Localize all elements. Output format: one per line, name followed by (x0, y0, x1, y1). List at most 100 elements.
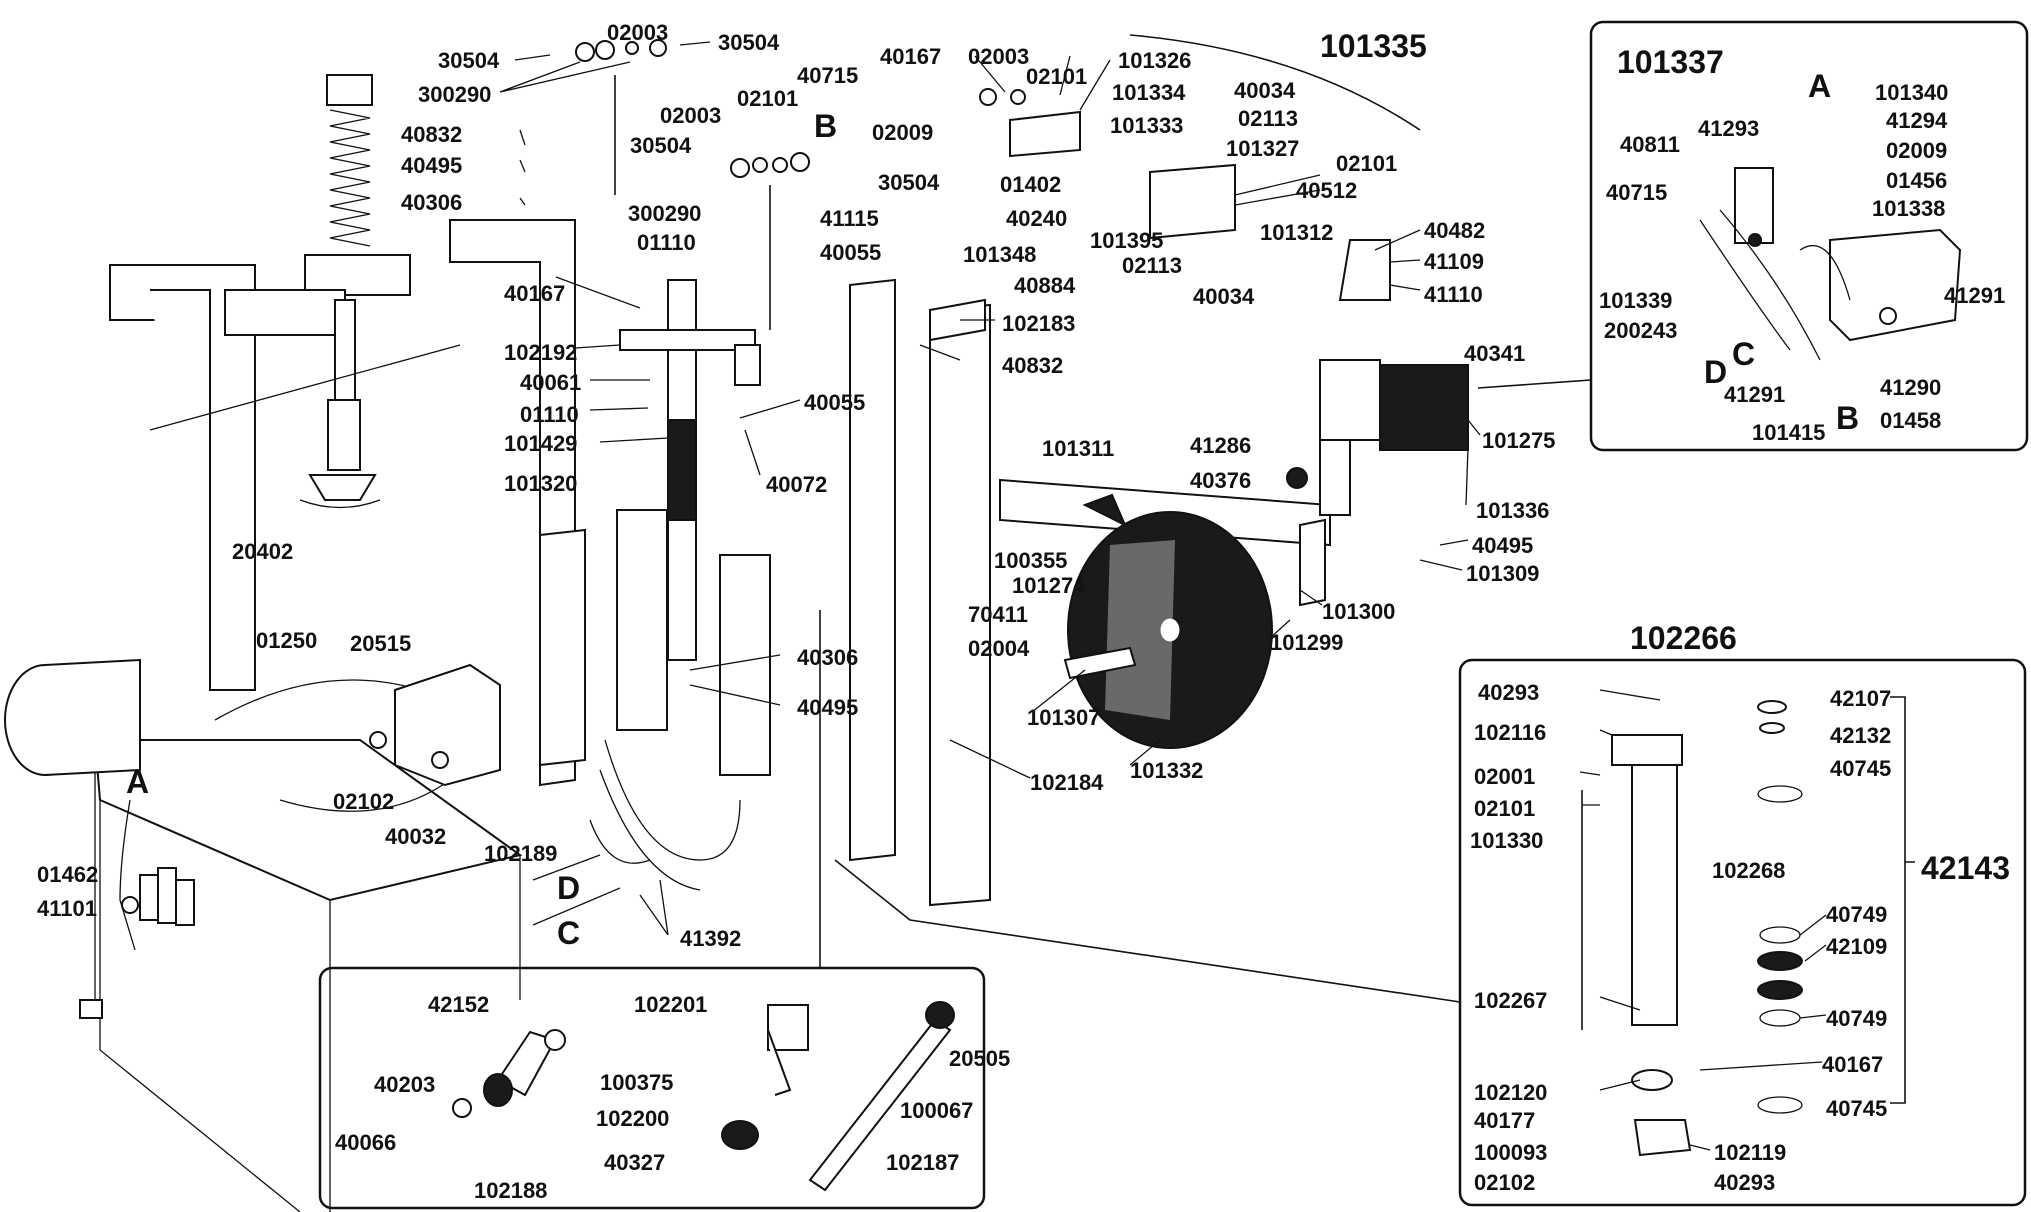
connection-letter-label: A (126, 764, 150, 800)
connection-letter-label: B (814, 108, 838, 144)
part-number-label: 42152 (428, 992, 490, 1017)
part-number-label: 40376 (1190, 468, 1252, 493)
part-number-label: 102183 (1002, 311, 1076, 336)
connection-letter-label: C (1732, 336, 1756, 372)
part-number-label: 30504 (718, 30, 780, 55)
part-number-label: 102188 (474, 1178, 548, 1203)
part-number-label: 102119 (1714, 1140, 1787, 1165)
part-number-label: 40832 (1002, 353, 1064, 378)
lower-bracket (149, 344, 501, 787)
part-number-label: 101311 (1042, 436, 1115, 461)
side-panel (449, 219, 586, 787)
part-number-label: 01110 (520, 402, 579, 427)
part-number-label: 02101 (1026, 64, 1088, 89)
part-number-label: 02101 (1336, 151, 1398, 176)
part-number-label: 30504 (438, 48, 500, 73)
part-number-label: 300290 (628, 201, 702, 226)
part-number-label: 40072 (766, 472, 828, 497)
part-number-label: 40715 (797, 63, 859, 88)
part-number-label: 01402 (1000, 172, 1062, 197)
part-number-label: 40341 (1464, 341, 1526, 366)
part-number-label: 02009 (872, 120, 934, 145)
part-number-label: 300290 (418, 82, 492, 107)
part-number-label: 40811 (1620, 132, 1680, 157)
part-number-label: 101320 (504, 471, 578, 496)
part-number-label: 41293 (1698, 116, 1760, 141)
part-number-label: 40306 (797, 645, 859, 670)
part-number-label: 30504 (630, 133, 692, 158)
bar-detail (452, 1001, 955, 1192)
connection-letter-label: B (1836, 400, 1860, 436)
part-number-label: 02003 (968, 44, 1030, 69)
part-number-label: 40167 (880, 44, 942, 69)
part-number-label: 101332 (1130, 758, 1204, 783)
part-number-label: 40167 (504, 281, 566, 306)
part-number-label: 40293 (1714, 1170, 1776, 1195)
part-number-label: 40715 (1606, 180, 1668, 205)
connection-letter-label: D (1704, 354, 1728, 390)
part-number-label: 101275 (1482, 428, 1556, 453)
part-number-label: 101312 (1260, 220, 1334, 245)
part-number-label: 01458 (1880, 408, 1942, 433)
spring-column (224, 74, 411, 509)
part-number-label: 102187 (886, 1150, 960, 1175)
part-number-label: 101338 (1872, 196, 1946, 221)
part-number-label: 101299 (1270, 630, 1344, 655)
part-number-label: 100375 (600, 1070, 674, 1095)
part-number-label: 40032 (385, 824, 447, 849)
part-number-label: 42107 (1830, 686, 1892, 711)
part-number-label: 40327 (604, 1150, 666, 1175)
part-number-label: 40495 (797, 695, 859, 720)
part-number-label: 40055 (804, 390, 866, 415)
part-number-label: 40055 (820, 240, 882, 265)
assembly-number-label: 101337 (1617, 44, 1724, 80)
part-number-label: 01456 (1886, 168, 1948, 193)
part-number-label: 102201 (634, 992, 708, 1017)
connection-letter-label: D (557, 870, 581, 906)
part-number-label: 101333 (1110, 113, 1184, 138)
part-number-label: 41291 (1944, 283, 2006, 308)
part-number-label: 42109 (1826, 934, 1888, 959)
part-number-label: 41286 (1190, 433, 1252, 458)
filter-regulator (121, 867, 195, 926)
part-number-label: 01110 (637, 230, 696, 255)
part-number-label: 40177 (1474, 1108, 1536, 1133)
part-number-label: 40061 (520, 370, 582, 395)
connection-letter-label: A (1808, 68, 1832, 104)
part-number-label: 200243 (1604, 318, 1678, 343)
part-number-label: 101415 (1752, 420, 1826, 445)
part-number-label: 40482 (1424, 218, 1486, 243)
part-number-label: 102200 (596, 1106, 670, 1131)
part-number-label: 40745 (1826, 1096, 1888, 1121)
part-number-label: 100093 (1474, 1140, 1548, 1165)
part-number-label: 40495 (1472, 533, 1534, 558)
part-number-label: 40034 (1234, 78, 1296, 103)
part-number-label: 02113 (1122, 253, 1182, 278)
part-number-label: 30504 (878, 170, 940, 195)
part-number-label: 02004 (968, 636, 1030, 661)
part-number-label: 100355 (994, 548, 1068, 573)
cylinder-detail (1581, 696, 1915, 1157)
part-number-label: 101330 (1470, 828, 1544, 853)
part-number-label: 102184 (1030, 770, 1104, 795)
part-number-label: 101339 (1599, 288, 1673, 313)
part-number-label: 40240 (1006, 206, 1068, 231)
connection-letter-label: C (557, 915, 581, 951)
part-number-label: 102116 (1474, 720, 1547, 745)
part-number-label: 02003 (660, 103, 722, 128)
part-number-label: 40167 (1822, 1052, 1884, 1077)
tire-wheel (1063, 511, 1273, 749)
part-number-label: 41392 (680, 926, 742, 951)
part-number-label: 40749 (1826, 1006, 1888, 1031)
part-number-label: 40306 (401, 190, 463, 215)
part-number-label: 41290 (1880, 375, 1942, 400)
part-number-label: 20505 (949, 1046, 1011, 1071)
part-number-label: 101334 (1112, 80, 1186, 105)
part-number-label: 40832 (401, 122, 463, 147)
part-number-label: 02101 (1474, 796, 1536, 821)
part-number-label: 102268 (1712, 858, 1786, 883)
part-number-label: 102267 (1474, 988, 1548, 1013)
part-number-label: 02001 (1474, 764, 1536, 789)
